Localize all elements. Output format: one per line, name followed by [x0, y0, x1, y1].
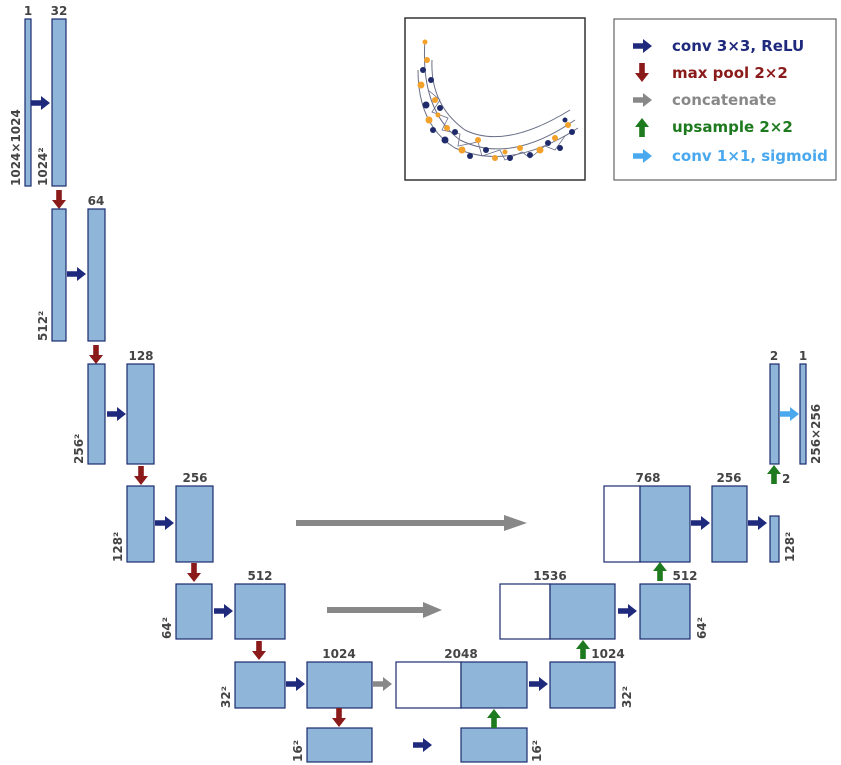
conv-arrow — [413, 738, 432, 752]
size-label-64sq-enc: 64² — [160, 617, 174, 639]
dec256-block — [769, 363, 780, 465]
enc4b-block — [175, 485, 214, 563]
concat-empty-block-1536 — [499, 583, 551, 640]
bottleneck-a-block — [306, 727, 373, 763]
size-label-16sq-left: 16² — [291, 740, 305, 762]
enc2b-block — [87, 208, 106, 342]
input-layer-block — [24, 18, 32, 187]
size-label-128sq-dec: 128² — [783, 532, 797, 562]
size-label-16sq-right: 16² — [530, 740, 544, 762]
conv-arrow — [748, 516, 767, 530]
concat-arrow-head — [423, 602, 442, 618]
conv-arrow — [618, 604, 637, 618]
channel-label-512-dec: 512 — [672, 569, 697, 583]
legend-up-label: upsample 2×2 — [672, 118, 793, 136]
channel-label-256-enc: 256 — [182, 471, 207, 485]
conv-arrow — [107, 407, 126, 421]
legend-pool-label: max pool 2×2 — [672, 64, 788, 82]
concat-empty-block-768 — [603, 485, 641, 563]
conv-arrow — [31, 96, 50, 110]
concat-arrow-head — [504, 515, 527, 531]
channel-label-2048: 2048 — [444, 647, 477, 661]
pool-arrow — [252, 641, 266, 660]
channel-label-2-top: 2 — [770, 349, 778, 363]
enc3b-block — [126, 363, 155, 465]
upsample-arrow — [576, 640, 590, 659]
enc6a-block — [234, 661, 286, 709]
legend-conv-label: conv 3×3, ReLU — [672, 37, 804, 55]
size-label-1024x1024: 1024×1024 — [9, 109, 23, 186]
enc2a-block — [51, 208, 67, 342]
enc3a-block — [87, 363, 106, 465]
upsample-arrow — [767, 465, 781, 484]
dec32-block — [549, 661, 616, 709]
size-label-256x256: 256×256 — [809, 404, 823, 464]
enc5b-block — [234, 583, 286, 640]
size-label-64sq-dec: 64² — [695, 617, 709, 639]
concat-filled-block-1536 — [549, 583, 616, 640]
enc5a-block — [175, 583, 213, 640]
output-block — [799, 363, 807, 465]
bottleneck-b-block — [460, 727, 528, 763]
conv-arrow — [286, 677, 305, 691]
pool-arrow — [89, 345, 103, 364]
size-label-128sq-enc: 128² — [111, 532, 125, 562]
conv-arrow — [529, 677, 548, 691]
concat-filled-block-768 — [639, 485, 691, 563]
size-label-256sq: 256² — [72, 434, 86, 464]
conv-arrow — [155, 516, 174, 530]
concat-arrow-shaft — [327, 607, 423, 613]
size-label-32sq-enc: 32² — [219, 686, 233, 708]
concat-arrow — [373, 677, 392, 691]
channel-label-1-out: 1 — [799, 349, 807, 363]
enc4a-block — [126, 485, 155, 563]
pool-arrow — [52, 190, 66, 209]
conv-arrow — [67, 267, 86, 281]
channel-label-512-enc: 512 — [247, 569, 272, 583]
pool-arrow — [187, 563, 201, 582]
conv-arrow — [214, 604, 233, 618]
channel-label-768: 768 — [635, 471, 660, 485]
mesh-thumbnail — [417, 39, 579, 161]
size-label-1024sq: 1024² — [36, 147, 50, 186]
channel-label-2-side: 2 — [782, 472, 790, 486]
enc6b-block — [306, 661, 373, 709]
pool-arrow — [134, 466, 148, 485]
upsample-arrow — [487, 709, 501, 728]
channel-label-64: 64 — [88, 194, 105, 208]
legend-final-label: conv 1×1, sigmoid — [672, 147, 828, 165]
pool-arrow — [332, 708, 346, 727]
dec128b-block — [769, 515, 780, 563]
size-label-32sq-dec: 32² — [620, 686, 634, 708]
dec128a-block — [711, 485, 748, 563]
size-label-512sq: 512² — [36, 311, 50, 341]
channel-label-1024-dec: 1024 — [591, 647, 624, 661]
channel-label-128: 128 — [128, 349, 153, 363]
concat-arrow-shaft — [296, 520, 504, 526]
enc1-block — [51, 18, 67, 187]
concat-empty-block-2048 — [395, 661, 462, 709]
channel-label-32: 32 — [51, 4, 68, 18]
conv-arrow — [691, 516, 710, 530]
final-conv-arrow — [780, 407, 799, 421]
concat-filled-block-2048 — [460, 661, 528, 709]
channel-label-1: 1 — [24, 4, 32, 18]
upsample-arrow — [653, 562, 667, 581]
legend-concat-label: concatenate — [672, 91, 776, 109]
channel-label-1536: 1536 — [533, 569, 566, 583]
channel-label-1024-bottom: 1024 — [322, 647, 355, 661]
channel-label-256-dec: 256 — [716, 471, 741, 485]
dec64-block — [639, 583, 691, 640]
